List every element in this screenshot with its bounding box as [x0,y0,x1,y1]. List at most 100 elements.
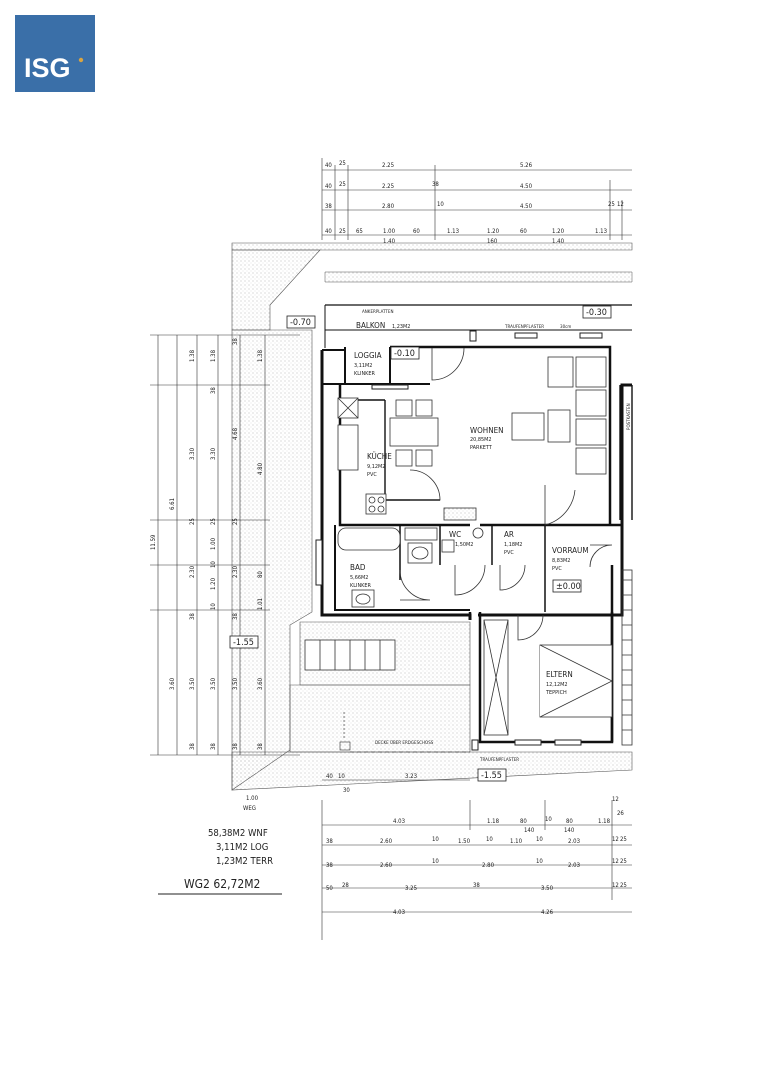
dim-b5-2: 4.26 [541,909,554,916]
dim-l5-3: 25 [232,518,239,525]
dim-l6-5: 3.60 [257,677,264,690]
dim-t4-2: 25 [339,228,346,235]
dim-b6-3: 3.23 [405,773,417,780]
dim-b4-5: 3.50 [541,885,554,892]
doors [399,347,613,641]
level-minus155b: -1.55 [481,771,502,781]
summary-log: 3,11M2 LOG [216,842,268,853]
note-decke: DECKE ÜBER ERDGESCHOSS [375,739,434,746]
dim-b1-2: 1.18 [487,818,500,825]
logo-background [15,15,95,92]
dim-b3-3: 10 [432,858,439,865]
note-weg: WEG [243,805,256,812]
dim-t2-3: 2.25 [382,183,394,190]
dim-l1-1: 11.59 [150,534,157,550]
room-kueche-floor: PVC [367,472,377,478]
dim-b1-3: 80 [520,818,527,825]
room-bad-floor: KLINKER [350,583,372,589]
dim-b3-7: 12 [612,858,619,865]
dim-b5-1: 4.03 [393,909,405,916]
dim-l4-4: 25 [210,518,217,525]
dim-l5-5: 38 [232,613,239,620]
isg-logo: ISG [15,15,95,92]
room-eltern-floor: TEPPICH [545,690,567,696]
dim-b6-1: 40 [326,773,333,780]
room-balkon-name: BALKON [356,321,385,330]
dim-t2-5: 4.50 [520,183,533,190]
dim-l5-4: 2.30 [232,565,239,578]
room-kueche-area: 9,12M2 [367,464,385,470]
room-vorraum-area: 8,83M2 [552,558,570,564]
level-minus155a: -1.55 [233,638,254,648]
dim-l4-8: 10 [210,603,217,610]
room-wohnen-floor: PARKETT [470,445,493,451]
summary-wnf: 58,38M2 WNF [208,828,268,839]
dims-left: 11.59 6.61 3.60 1.38 3.30 25 2.30 38 3.5… [150,338,264,750]
dim-l4-1: 1.38 [210,349,217,362]
room-vorraum-floor: PVC [552,566,562,572]
note-postkasten: POSTKASTEN [626,403,632,430]
dim-l4-6: 10 [210,561,217,568]
dim-t3-1: 38 [325,203,332,210]
dim-b1b-3: 26 [617,810,624,817]
level-minus030: -0.30 [586,308,607,318]
dim-b3-1: 38 [326,862,333,869]
note-traufenpflaster-30cm: 30cm [560,324,571,330]
dim-b3-8: 25 [620,858,627,865]
dim-t4-7: 1.20 [487,228,500,235]
dim-t1-3: 2.25 [382,162,394,169]
dims-top: 40 25 2.25 5.26 40 25 2.25 38 4.50 38 2.… [325,160,624,245]
dim-t4-3: 65 [356,228,363,235]
level-pm000: ±0.00 [556,582,581,592]
drain-symbol [339,741,351,751]
dim-b1-1: 4.03 [393,818,405,825]
dim-l4-2: 38 [210,387,217,394]
room-wohnen-area: 20,85M2 [470,437,492,443]
logo-text: ISG [24,53,71,83]
dim-t4-1: 40 [325,228,332,235]
dim-l4-5: 1.00 [210,537,217,550]
dim-l4-7: 1.20 [210,577,217,590]
room-loggia-area: 3,11M2 [354,363,372,369]
room-wc-area: 1,50M2 [455,542,473,548]
dim-b3-6: 2.03 [568,862,580,869]
dim-b4-7: 25 [620,882,627,889]
room-bad-area: 5,66M2 [350,575,368,581]
dim-l3-3: 25 [189,518,196,525]
dim-t1-2: 25 [339,160,346,167]
dim-l4-3: 3.30 [210,447,217,460]
windows [315,330,603,751]
dim-t2-1: 40 [325,183,332,190]
dim-t1-1: 40 [325,162,332,169]
note-ankerplatten: ANKERPLATTEN [362,309,394,315]
room-ar-name: AR [504,530,514,539]
dim-l2-2: 3.60 [169,677,176,690]
dim-b2-3: 10 [432,836,439,843]
note-weg-width: 1.00 [246,795,259,802]
dim-b1b-2: 140 [564,827,575,834]
logo-dot [78,57,84,63]
room-eltern-name: ELTERN [546,670,573,679]
room-wc-name: WC [449,530,461,539]
dim-b2-8: 2.03 [568,838,580,845]
dim-t2-4: 38 [432,181,439,188]
annotations: ANKERPLATTEN TRAUFENPFLASTER 30cm TRAUFE… [243,309,632,812]
room-loggia-floor: KLINKER [354,371,376,377]
dim-b4-3: 3.25 [405,885,417,892]
dim-l5-1: 38 [232,338,239,345]
dim-l5-6: 3.50 [232,677,239,690]
dim-t2-2: 25 [339,181,346,188]
room-loggia-name: LOGGIA [354,351,382,360]
dim-l3-2: 3.30 [189,447,196,460]
dim-t4b-3: 1.40 [552,238,565,245]
dim-l4-10: 38 [210,743,217,750]
furniture [304,356,613,736]
dim-b2-10: 25 [620,836,627,843]
dim-l6-3: 80 [257,571,264,578]
dim-b1-6: 1.18 [598,818,611,825]
dim-l5-7: 38 [232,743,239,750]
terrain [231,242,633,791]
dim-l4-9: 3.50 [210,677,217,690]
dim-l6-6: 38 [257,743,264,750]
